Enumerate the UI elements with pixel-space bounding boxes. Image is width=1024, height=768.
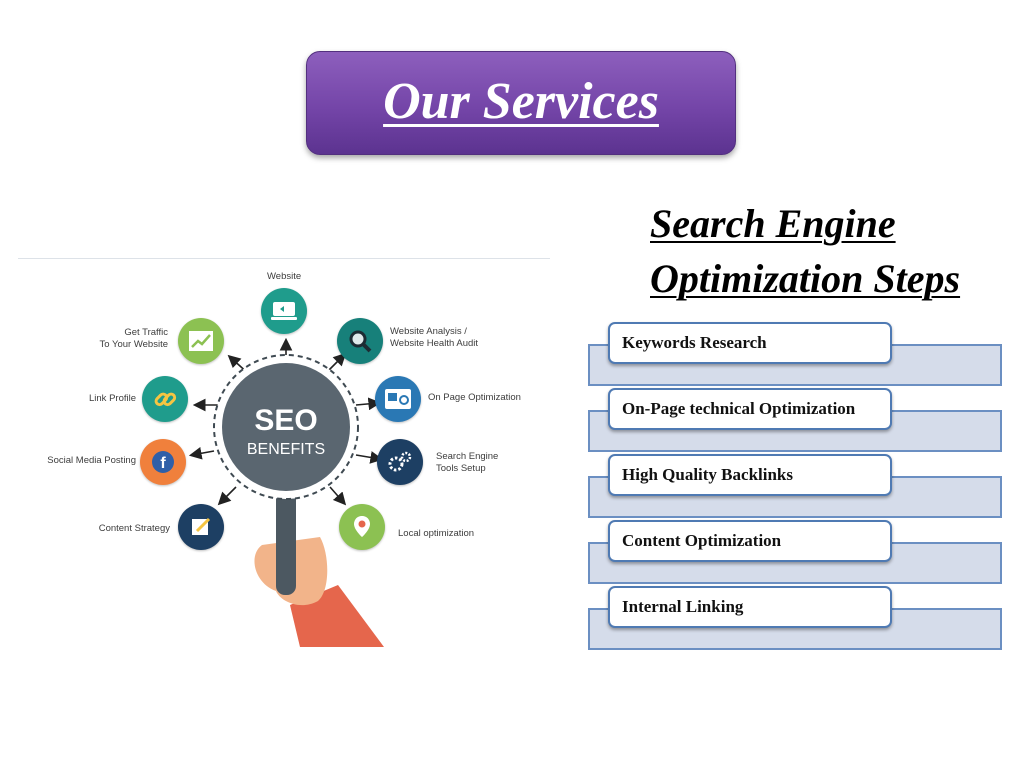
label-local: Local optimization [398, 528, 475, 539]
step-card: Content Optimization [608, 520, 892, 562]
label-content: Content Strategy [98, 523, 170, 534]
magnifier-handle [276, 485, 296, 595]
page-title: Our Services [383, 72, 659, 130]
step-item: On-Page technical Optimization [586, 388, 1002, 452]
link-chain-icon [142, 376, 188, 422]
gears-icon [377, 439, 423, 485]
seo-benefits-diagram: SEO BENEFITS Website Get Traffic To Your… [18, 255, 558, 655]
location-pin-icon [339, 504, 385, 550]
diagram-graphics: SEO BENEFITS [188, 337, 384, 647]
label-tools: Search Engine Tools Setup [436, 451, 499, 474]
step-item: High Quality Backlinks [586, 454, 1002, 518]
facebook-icon: f [140, 439, 186, 485]
step-item: Content Optimization [586, 520, 1002, 584]
seo-center-title: SEO [254, 404, 317, 437]
label-website: Website [267, 271, 302, 282]
step-item: Keywords Research [586, 322, 1002, 386]
step-card: Internal Linking [608, 586, 892, 628]
web-page-icon [375, 376, 421, 422]
label-analysis: Website Analysis / Website Health Audit [390, 326, 479, 349]
step-card: Keywords Research [608, 322, 892, 364]
label-social: Social Media Posting [47, 455, 136, 466]
chart-growth-icon [178, 318, 224, 364]
title-banner: Our Services [306, 51, 736, 155]
step-card: On-Page technical Optimization [608, 388, 892, 430]
divider [18, 258, 550, 259]
website-icon [261, 288, 307, 334]
label-link-profile: Link Profile [89, 393, 136, 404]
magnifier-analysis-icon [337, 318, 383, 364]
subtitle-line-1: Search Engine [650, 201, 896, 246]
subtitle-line-2: Optimization Steps [650, 256, 961, 301]
step-item: Internal Linking [586, 586, 1002, 650]
step-card: High Quality Backlinks [608, 454, 892, 496]
content-edit-icon [178, 504, 224, 550]
svg-text:f: f [160, 455, 166, 472]
label-on-page: On Page Optimization [428, 392, 521, 403]
seo-center-subtitle: BENEFITS [247, 441, 325, 458]
magnifier-lens [222, 363, 350, 491]
label-traffic: Get Traffic To Your Website [99, 327, 168, 350]
subtitle: Search Engine Optimization Steps [650, 196, 1020, 306]
